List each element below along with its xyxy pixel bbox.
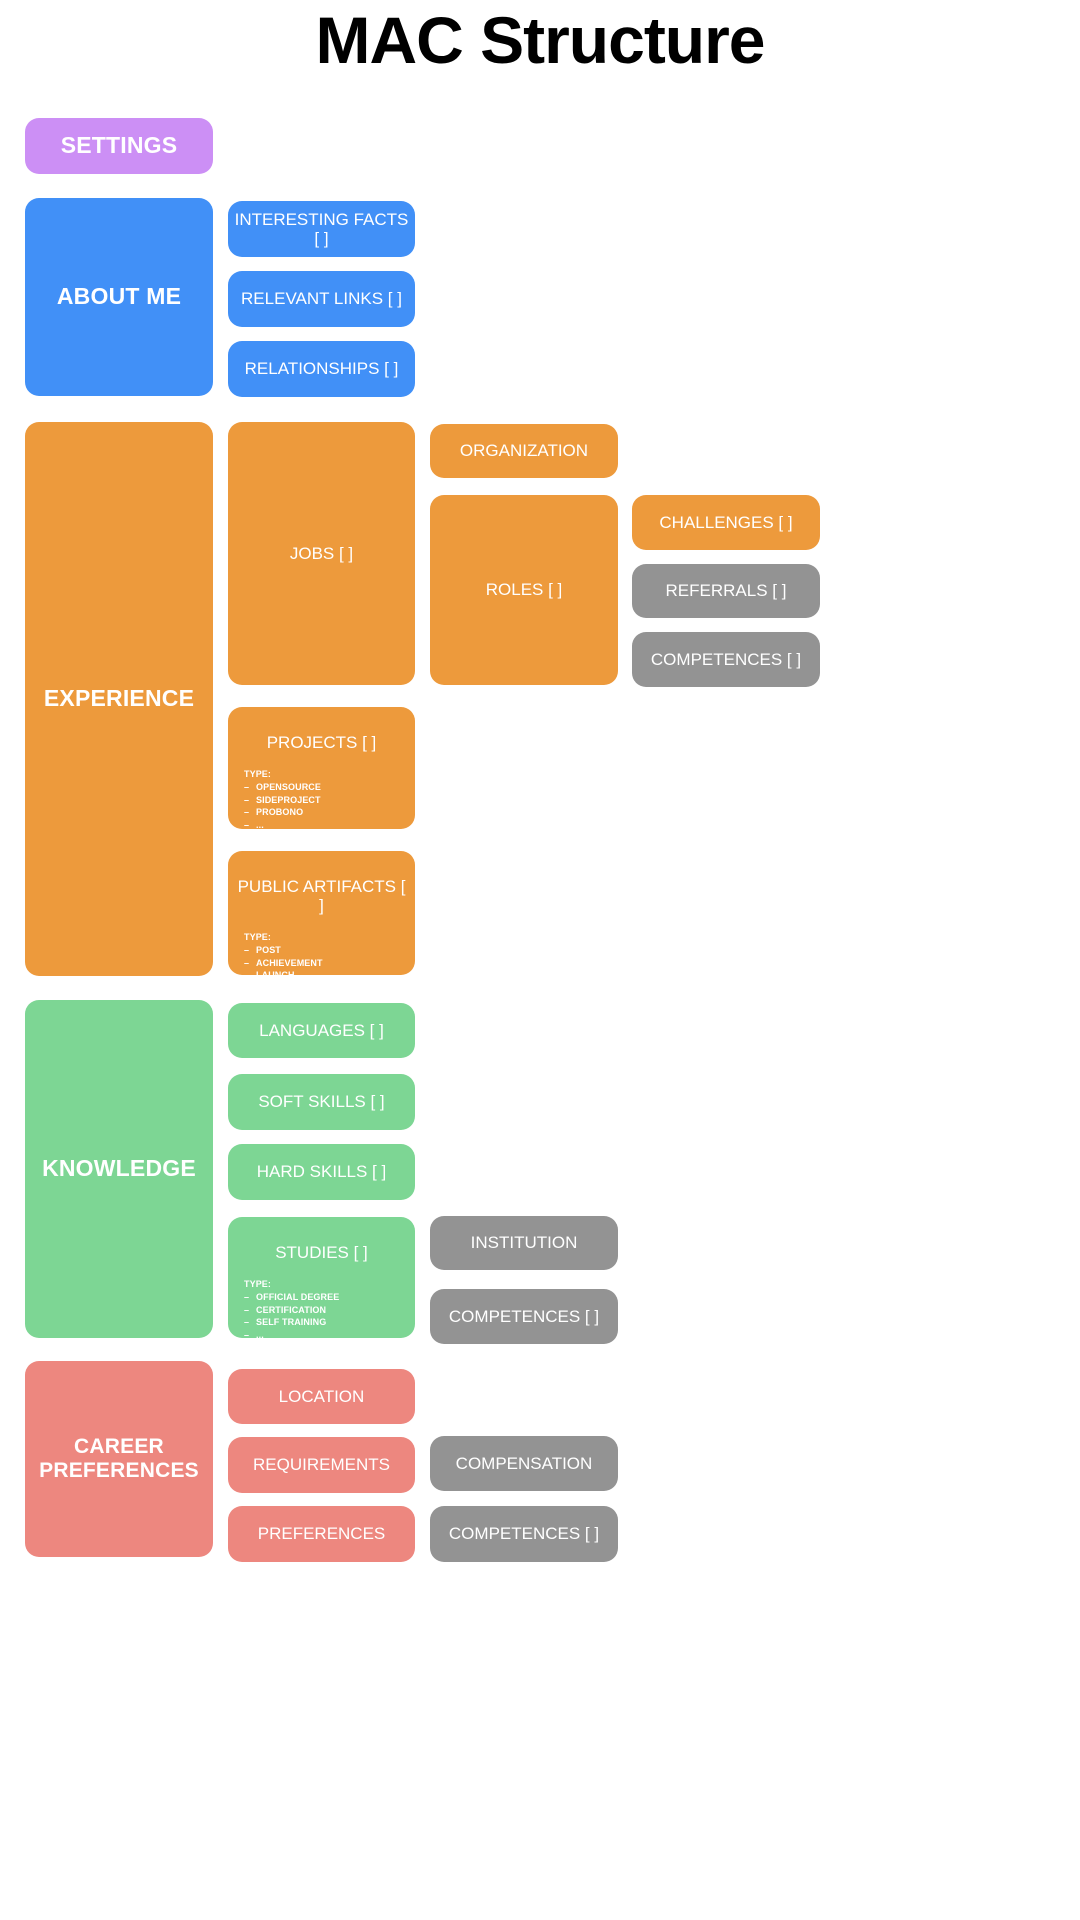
node-soft-skills-label: SOFT SKILLS [ ] [258,1092,385,1112]
node-public-artifacts[interactable]: PUBLIC ARTIFACTS [ ] TYPE: –POST –ACHIEV… [228,851,415,975]
node-roles[interactable]: ROLES [ ] [430,495,618,685]
node-projects-type-list: TYPE: –OPENSOURCE –SIDEPROJECT –PROBONO … [228,768,321,829]
type-item: –SIDEPROJECT [244,794,321,805]
node-competences-career[interactable]: COMPETENCES [ ] [430,1506,618,1562]
type-item: –SELF TRAINING [244,1317,327,1328]
type-item: –OPENSOURCE [244,781,322,792]
type-item: –POST [244,944,281,955]
node-projects[interactable]: PROJECTS [ ] TYPE: –OPENSOURCE –SIDEPROJ… [228,707,415,829]
type-item: –ACHIEVEMENT [244,957,323,968]
type-item: –OFFICIAL DEGREE [244,1291,340,1302]
type-heading: TYPE: [244,769,272,780]
node-challenges-label: CHALLENGES [ ] [659,512,793,532]
node-soft-skills[interactable]: SOFT SKILLS [ ] [228,1074,415,1130]
node-hard-skills[interactable]: HARD SKILLS [ ] [228,1144,415,1200]
node-languages[interactable]: LANGUAGES [ ] [228,1003,415,1058]
node-organization-label: ORGANIZATION [459,441,589,461]
node-studies[interactable]: STUDIES [ ] TYPE: –OFFICIAL DEGREE –CERT… [228,1217,415,1338]
type-heading: TYPE: [244,932,272,943]
node-referrals[interactable]: REFERRALS [ ] [632,564,820,618]
node-preferences[interactable]: PREFERENCES [228,1506,415,1562]
node-jobs[interactable]: JOBS [ ] [228,422,415,685]
node-interesting-facts[interactable]: INTERESTING FACTS [ ] [228,201,415,257]
node-requirements[interactable]: REQUIREMENTS [228,1437,415,1493]
page-title: MAC Structure [315,3,765,77]
node-competences-studies[interactable]: COMPETENCES [ ] [430,1289,618,1344]
node-studies-type-list: TYPE: –OFFICIAL DEGREE –CERTIFICATION –S… [228,1278,339,1338]
node-organization[interactable]: ORGANIZATION [430,424,618,478]
node-institution-label: INSTITUTION [470,1233,578,1253]
node-relevant-links-label: RELEVANT LINKS [ ] [241,289,402,309]
node-referrals-label: REFERRALS [ ] [665,581,787,601]
node-challenges[interactable]: CHALLENGES [ ] [632,495,820,550]
node-knowledge-label: KNOWLEDGE [42,1155,196,1182]
node-settings[interactable]: SETTINGS [25,118,213,174]
node-knowledge[interactable]: KNOWLEDGE [25,1000,213,1338]
node-compensation[interactable]: COMPENSATION [430,1436,618,1491]
type-item: –CERTIFICATION [244,1304,327,1315]
node-about-me-label: ABOUT ME [56,283,182,310]
node-preferences-label: PREFERENCES [257,1524,386,1544]
node-settings-label: SETTINGS [60,132,178,159]
node-experience-label: EXPERIENCE [43,685,195,712]
node-institution[interactable]: INSTITUTION [430,1216,618,1270]
type-item: –... [244,820,264,829]
node-career-preferences[interactable]: CAREER PREFERENCES [25,1361,213,1557]
type-item: –LAUNCH [244,969,323,975]
node-experience[interactable]: EXPERIENCE [25,422,213,976]
node-about-me[interactable]: ABOUT ME [25,198,213,396]
node-compensation-label: COMPENSATION [455,1453,593,1473]
node-public-artifacts-label: PUBLIC ARTIFACTS [ ] [237,877,406,916]
node-competences-experience-label: COMPETENCES [ ] [650,649,802,669]
node-competences-studies-label: COMPETENCES [ ] [448,1306,600,1326]
node-projects-label: PROJECTS [ ] [266,733,377,752]
type-heading: TYPE: [244,1279,272,1290]
node-career-preferences-line2: PREFERENCES [39,1459,199,1482]
node-location[interactable]: LOCATION [228,1369,415,1424]
node-relationships-label: RELATIONSHIPS [ ] [244,359,399,379]
type-item: –... [244,1330,264,1338]
node-location-label: LOCATION [278,1386,365,1406]
node-relevant-links[interactable]: RELEVANT LINKS [ ] [228,271,415,327]
node-public-artifacts-type-list: TYPE: –POST –ACHIEVEMENT –LAUNCH –... [228,931,323,975]
node-roles-label: ROLES [ ] [485,580,563,600]
node-studies-label: STUDIES [ ] [275,1243,368,1262]
node-jobs-label: JOBS [ ] [289,543,354,563]
node-interesting-facts-label: INTERESTING FACTS [ ] [234,209,409,248]
type-item: –PROBONO [244,807,304,818]
node-competences-experience[interactable]: COMPETENCES [ ] [632,632,820,687]
node-hard-skills-label: HARD SKILLS [ ] [256,1162,387,1182]
node-career-preferences-line1: CAREER [74,1435,164,1459]
node-languages-label: LANGUAGES [ ] [259,1020,384,1040]
node-relationships[interactable]: RELATIONSHIPS [ ] [228,341,415,397]
node-competences-career-label: COMPETENCES [ ] [448,1524,600,1544]
node-requirements-label: REQUIREMENTS [253,1455,390,1475]
